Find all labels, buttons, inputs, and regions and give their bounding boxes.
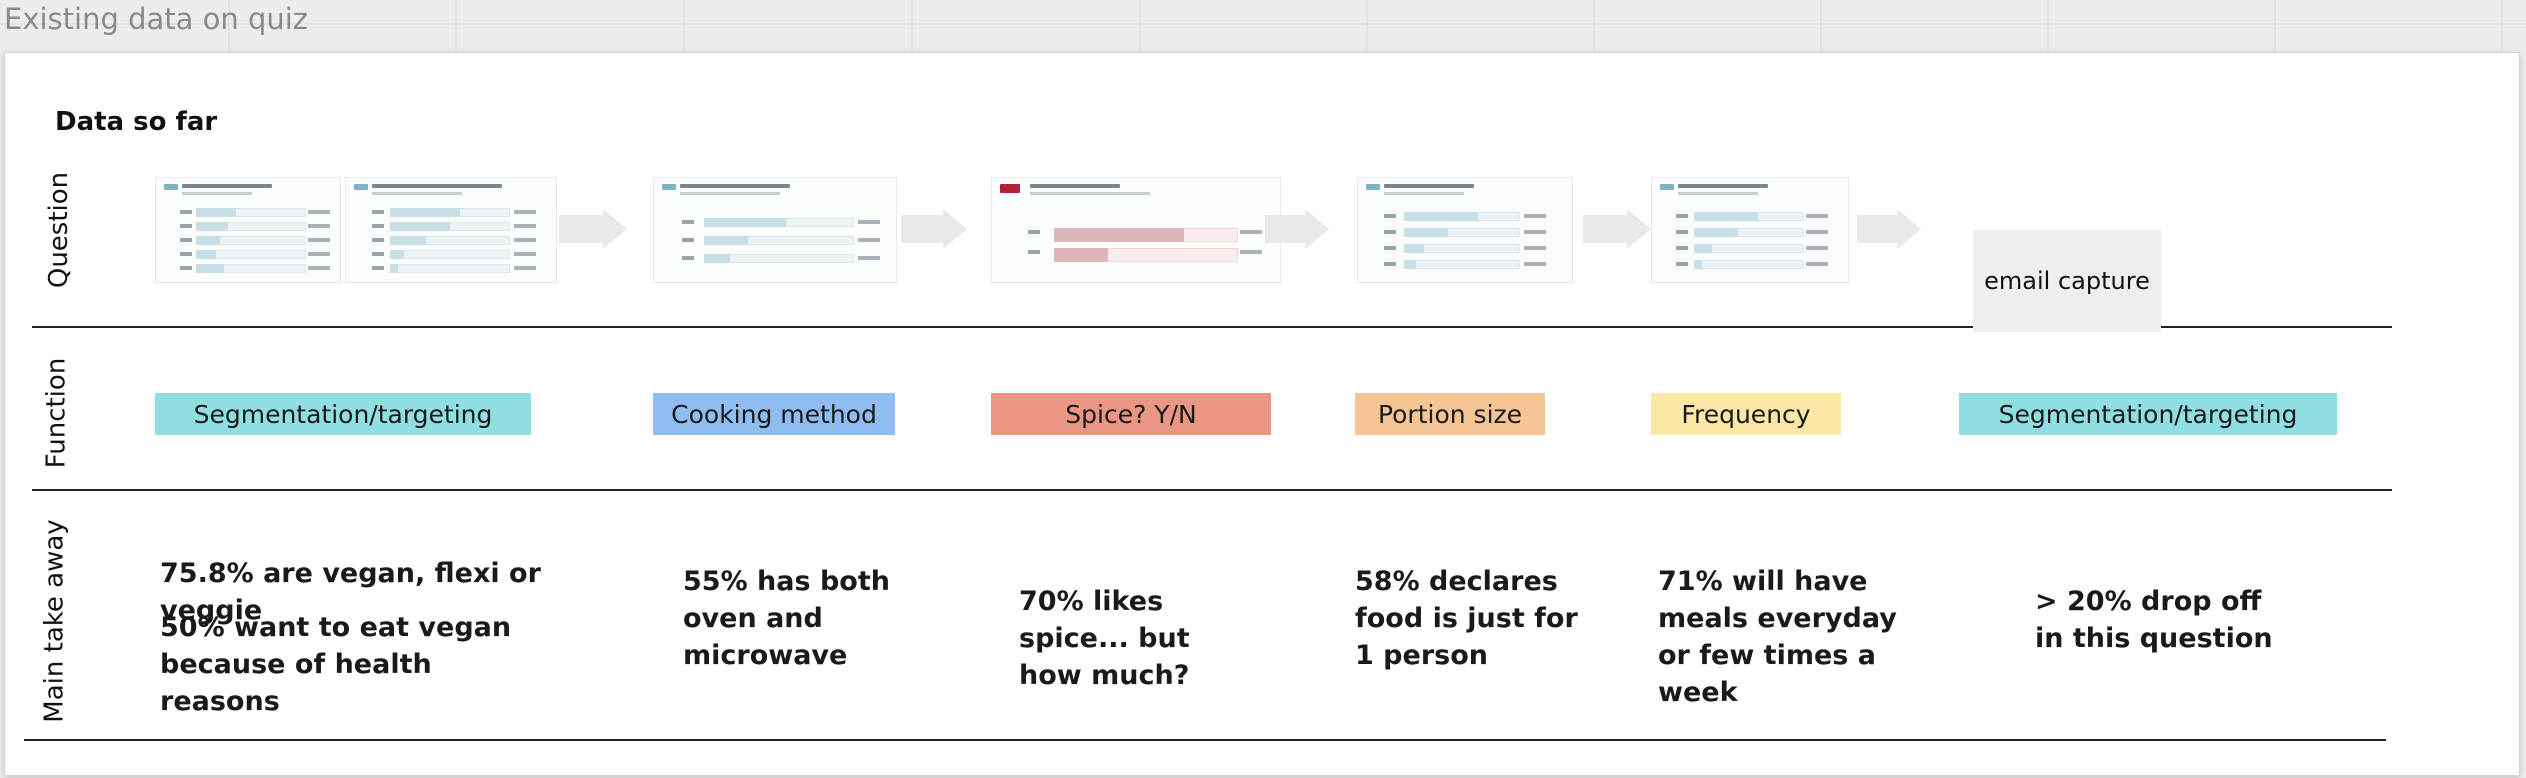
question-screenshot[interactable] [1651,177,1849,283]
function-tag[interactable]: Cooking method [653,393,895,435]
row-divider [32,326,2392,328]
email-capture-card[interactable]: email capture [1973,230,2161,332]
takeaway-text[interactable]: 58% declares food is just for 1 person [1355,566,1578,671]
row-label-takeaway: Main take away [39,519,70,723]
function-tag[interactable]: Segmentation/targeting [155,393,531,435]
question-screenshot[interactable] [345,177,557,283]
question-screenshot[interactable] [991,177,1281,283]
takeaway-text[interactable]: 71% will have meals everyday or few time… [1658,566,1897,708]
row-divider [24,739,2386,741]
function-tag[interactable]: Spice? Y/N [991,393,1271,435]
takeaway-text[interactable]: 70% likes spice... but how much? [1019,586,1190,691]
takeaway-text[interactable]: 75.8% are vegan, flexi or veggie [160,558,541,626]
function-tag[interactable]: Frequency [1651,393,1841,435]
takeaway-text[interactable]: 55% has both oven and microwave [683,566,890,671]
row-divider [32,489,2392,491]
canvas-grid [0,0,2526,56]
board-frame[interactable]: Data so far Question Function Main take … [4,52,2520,776]
function-tag[interactable]: Portion size [1355,393,1545,435]
question-screenshot[interactable] [1357,177,1573,283]
question-screenshot[interactable] [653,177,897,283]
frame-title[interactable]: Existing data on quiz [4,2,309,36]
takeaway-text[interactable]: > 20% drop off in this question [2035,586,2273,654]
board-title: Data so far [55,107,218,137]
function-tag[interactable]: Segmentation/targeting [1959,393,2337,435]
takeaway-text[interactable]: 50% want to eat vegan because of health … [160,612,512,717]
row-label-function: Function [41,357,72,469]
question-screenshot[interactable] [155,177,341,283]
row-label-question: Question [44,171,75,289]
